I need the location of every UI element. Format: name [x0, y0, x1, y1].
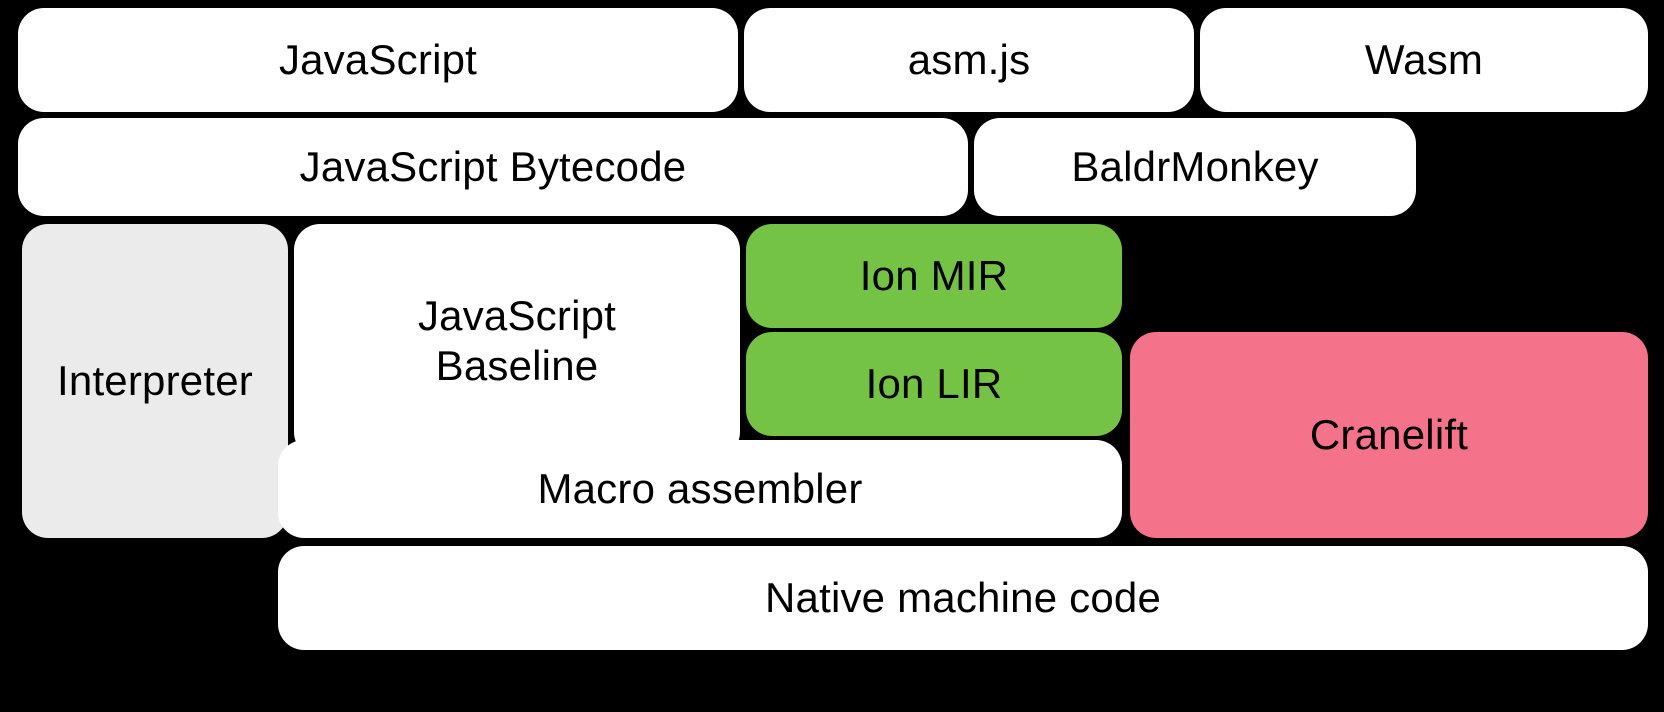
node-macro-assembler: Macro assembler [278, 440, 1122, 538]
node-baldrmonkey: BaldrMonkey [974, 118, 1416, 216]
node-asmjs: asm.js [744, 8, 1194, 112]
node-javascript-bytecode: JavaScript Bytecode [18, 118, 968, 216]
node-javascript: JavaScript [18, 8, 738, 112]
node-javascript-baseline: JavaScript Baseline [294, 224, 740, 458]
node-wasm: Wasm [1200, 8, 1648, 112]
node-interpreter: Interpreter [22, 224, 288, 538]
node-native-machine-code: Native machine code [278, 546, 1648, 650]
node-cranelift: Cranelift [1130, 332, 1648, 538]
node-ion-lir: Ion LIR [746, 332, 1122, 436]
node-ion-mir: Ion MIR [746, 224, 1122, 328]
